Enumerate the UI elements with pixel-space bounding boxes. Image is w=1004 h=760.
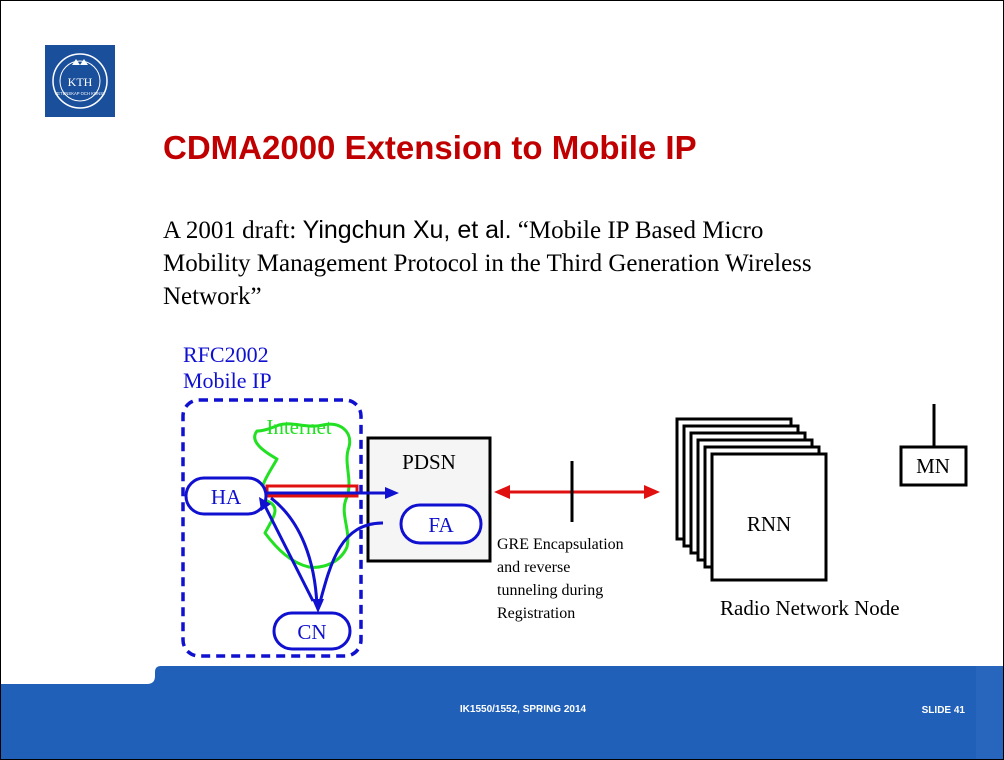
mn-label: MN: [916, 454, 950, 478]
body-line1-suffix: “Mobile IP Based Micro: [511, 217, 764, 244]
body-text: A 2001 draft: Yingchun Xu, et al. “Mobil…: [163, 214, 883, 313]
rnn-caption: Radio Network Node: [720, 596, 900, 620]
gre-line-4: Registration: [497, 605, 575, 622]
body-line2: Mobility Management Protocol in the Thir…: [163, 250, 812, 277]
gre-line-1: GRE Encapsulation: [497, 536, 624, 553]
ha-label: HA: [211, 485, 242, 509]
body-line3: Network”: [163, 283, 262, 310]
logo-ring-text: VETENSKAP OCH KONST: [54, 91, 106, 96]
body-author: Yingchun Xu, et al.: [302, 216, 512, 244]
mobile-ip-diagram: RFC2002 Mobile IP PDSN Internet HA FA CN: [181, 342, 968, 658]
fa-node: [399, 503, 483, 545]
mobile-ip-label: Mobile IP: [183, 368, 272, 393]
rfc-label: RFC2002: [183, 342, 269, 367]
footer-slide-number: SLIDE 41: [921, 705, 965, 716]
arrowheads: [259, 487, 399, 613]
gre-line-2: and reverse: [497, 559, 570, 576]
cn-label: CN: [297, 620, 326, 644]
mn-box: [899, 445, 968, 487]
tunnel: [265, 484, 359, 498]
footer-band: [1, 666, 1003, 759]
pdsn-label: PDSN: [402, 450, 456, 474]
kth-crest-icon: KTH VETENSKAP OCH KONST: [52, 53, 108, 109]
slide-title: CDMA2000 Extension to Mobile IP: [163, 129, 697, 166]
fa-label: FA: [428, 513, 454, 537]
mobile-ip-arrows: [263, 491, 389, 607]
rnn-stack: [675, 417, 828, 582]
ha-node: [184, 476, 268, 516]
logo-text: KTH: [68, 75, 93, 89]
rnn-label: RNN: [747, 512, 791, 536]
footer-course: IK1550/1552, SPRING 2014: [459, 704, 587, 715]
gre-arrow-right: [644, 485, 660, 499]
gre-line-3: tunneling during: [497, 582, 603, 599]
body-line1-prefix: A 2001 draft:: [163, 217, 303, 244]
internet-label: Internet: [266, 415, 331, 439]
kth-logo: KTH VETENSKAP OCH KONST: [45, 45, 115, 117]
cn-node: [272, 611, 352, 651]
gre-arrow-left: [494, 485, 510, 499]
gre-caption: GRE Encapsulation and reverse tunneling …: [497, 536, 628, 622]
